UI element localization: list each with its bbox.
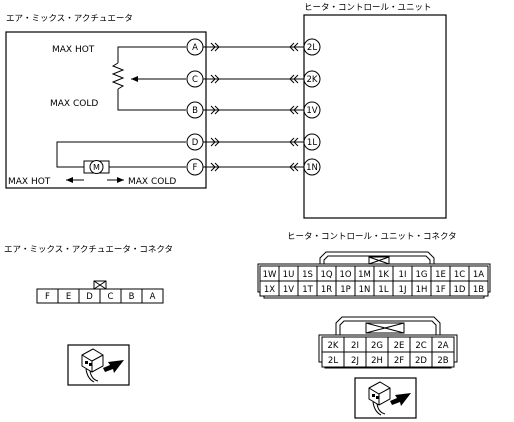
- actuator-connector-title: エア・ミックス・アクチュエータ・コネクタ: [4, 245, 173, 255]
- svg-text:2K: 2K: [307, 75, 318, 85]
- terminal-label: 1U: [283, 270, 295, 280]
- actuator-connector-latch: [93, 280, 107, 290]
- max-cold-label: MAX COLD: [50, 99, 98, 109]
- terminal-label: 1K: [378, 270, 389, 280]
- terminal-label: 2I: [351, 341, 359, 351]
- terminal-label: 1C: [454, 270, 465, 280]
- terminal-label: 2G: [371, 341, 383, 351]
- unit-pin-1v: 1V: [303, 101, 321, 119]
- connector-view-icon: [354, 377, 417, 419]
- terminal-label: 1J: [399, 285, 407, 295]
- svg-text:B: B: [192, 106, 198, 116]
- svg-text:1N: 1N: [306, 163, 318, 173]
- actuator-pin-b: B: [186, 101, 204, 119]
- svg-text:A: A: [192, 43, 198, 53]
- unit-connector-title: ヒータ・コントロール・ユニット・コネクタ: [287, 232, 457, 242]
- terminal-label: 1B: [473, 285, 484, 295]
- terminal-label: 1R: [321, 285, 332, 295]
- terminal-label: 2E: [394, 341, 405, 351]
- actuator-title: エア・ミックス・アクチュエータ: [6, 14, 133, 24]
- harness-wires: [203, 46, 304, 168]
- control-unit-box: [303, 14, 447, 219]
- terminal-label: 1H: [416, 285, 428, 295]
- motor-max-cold-label: MAX COLD: [128, 177, 176, 187]
- actuator-connector-dividers: [57, 289, 143, 303]
- terminal-cell: [431, 351, 455, 368]
- terminal-label: 2A: [437, 341, 448, 351]
- terminal-label: 1G: [416, 270, 428, 280]
- terminal-label: 2L: [328, 356, 338, 366]
- svg-text:1L: 1L: [307, 138, 317, 148]
- motor-label: M: [93, 163, 100, 172]
- terminal-label: 1I: [399, 270, 407, 280]
- actuator-pin-c: C: [186, 70, 204, 88]
- terminal-label: 1A: [473, 270, 484, 280]
- unit-pin-1l: 1L: [303, 133, 321, 151]
- terminal-label: 2C: [415, 341, 426, 351]
- terminal-label: 1P: [340, 285, 351, 295]
- actuator-pin-f: F: [186, 158, 204, 176]
- unit-pin-2k: 2K: [303, 70, 321, 88]
- terminal-cell: [468, 280, 489, 297]
- terminal-label: 1O: [339, 270, 351, 280]
- motor-icon: [83, 160, 110, 174]
- terminal-label: 1S: [302, 270, 313, 280]
- terminal-label: 2F: [394, 356, 404, 366]
- terminal-label: 1N: [359, 285, 371, 295]
- terminal-label: 1D: [454, 285, 466, 295]
- terminal-label: 2B: [437, 356, 448, 366]
- motor-wiring: [56, 141, 186, 168]
- terminal-label: 1M: [358, 270, 371, 280]
- actuator-connector-cell: A: [150, 292, 156, 302]
- terminal-label: 2H: [371, 356, 383, 366]
- motor-max-hot-label: MAX HOT: [8, 177, 51, 187]
- terminal-label: 1L: [378, 285, 388, 295]
- actuator-connector-cell: C: [108, 292, 114, 302]
- svg-text:F: F: [193, 163, 198, 173]
- actuator-connector-cell: E: [66, 292, 71, 302]
- unit-pin-2l: 2L: [303, 38, 321, 56]
- lower-connector-grid: 2K 2I 2G 2E 2C 2A 2L 2J 2H 2F 2D 2B: [321, 336, 455, 368]
- svg-text:1V: 1V: [306, 106, 317, 116]
- control-unit-title: ヒータ・コントロール・ユニット: [304, 3, 432, 13]
- terminal-label: 1V: [283, 285, 294, 295]
- actuator-connector-cell: B: [129, 292, 135, 302]
- terminal-label: 2K: [328, 341, 339, 351]
- terminal-label: 2D: [415, 356, 427, 366]
- terminal-label: 1T: [302, 285, 313, 295]
- actuator-connector-cell: F: [45, 292, 50, 302]
- actuator-pin-d: D: [186, 133, 204, 151]
- svg-text:D: D: [192, 138, 199, 148]
- potentiometer-icon: [111, 46, 186, 111]
- unit-pin-1n: 1N: [303, 158, 321, 176]
- svg-text:2L: 2L: [307, 43, 317, 53]
- svg-text:C: C: [192, 75, 198, 85]
- terminal-label: 2J: [351, 356, 359, 366]
- terminal-label: 1E: [435, 270, 446, 280]
- lower-connector-latch: [335, 316, 441, 335]
- upper-connector-latch: [319, 251, 435, 265]
- terminal-label: 1Q: [320, 270, 332, 280]
- connector-symbols: [210, 42, 299, 172]
- upper-connector-grid: 1W 1U 1S 1Q 1O 1M 1K 1I 1G 1E 1C 1A 1X 1V 1T 1R 1P 1N 1L 1J…: [259, 265, 489, 297]
- terminal-label: 1W: [263, 270, 277, 280]
- max-hot-label: MAX HOT: [52, 45, 95, 55]
- terminal-label: 1F: [435, 285, 445, 295]
- terminal-label: 1X: [264, 285, 275, 295]
- connector-view-icon: [67, 344, 130, 386]
- actuator-pin-a: A: [186, 38, 204, 56]
- actuator-connector-cell: D: [86, 292, 93, 302]
